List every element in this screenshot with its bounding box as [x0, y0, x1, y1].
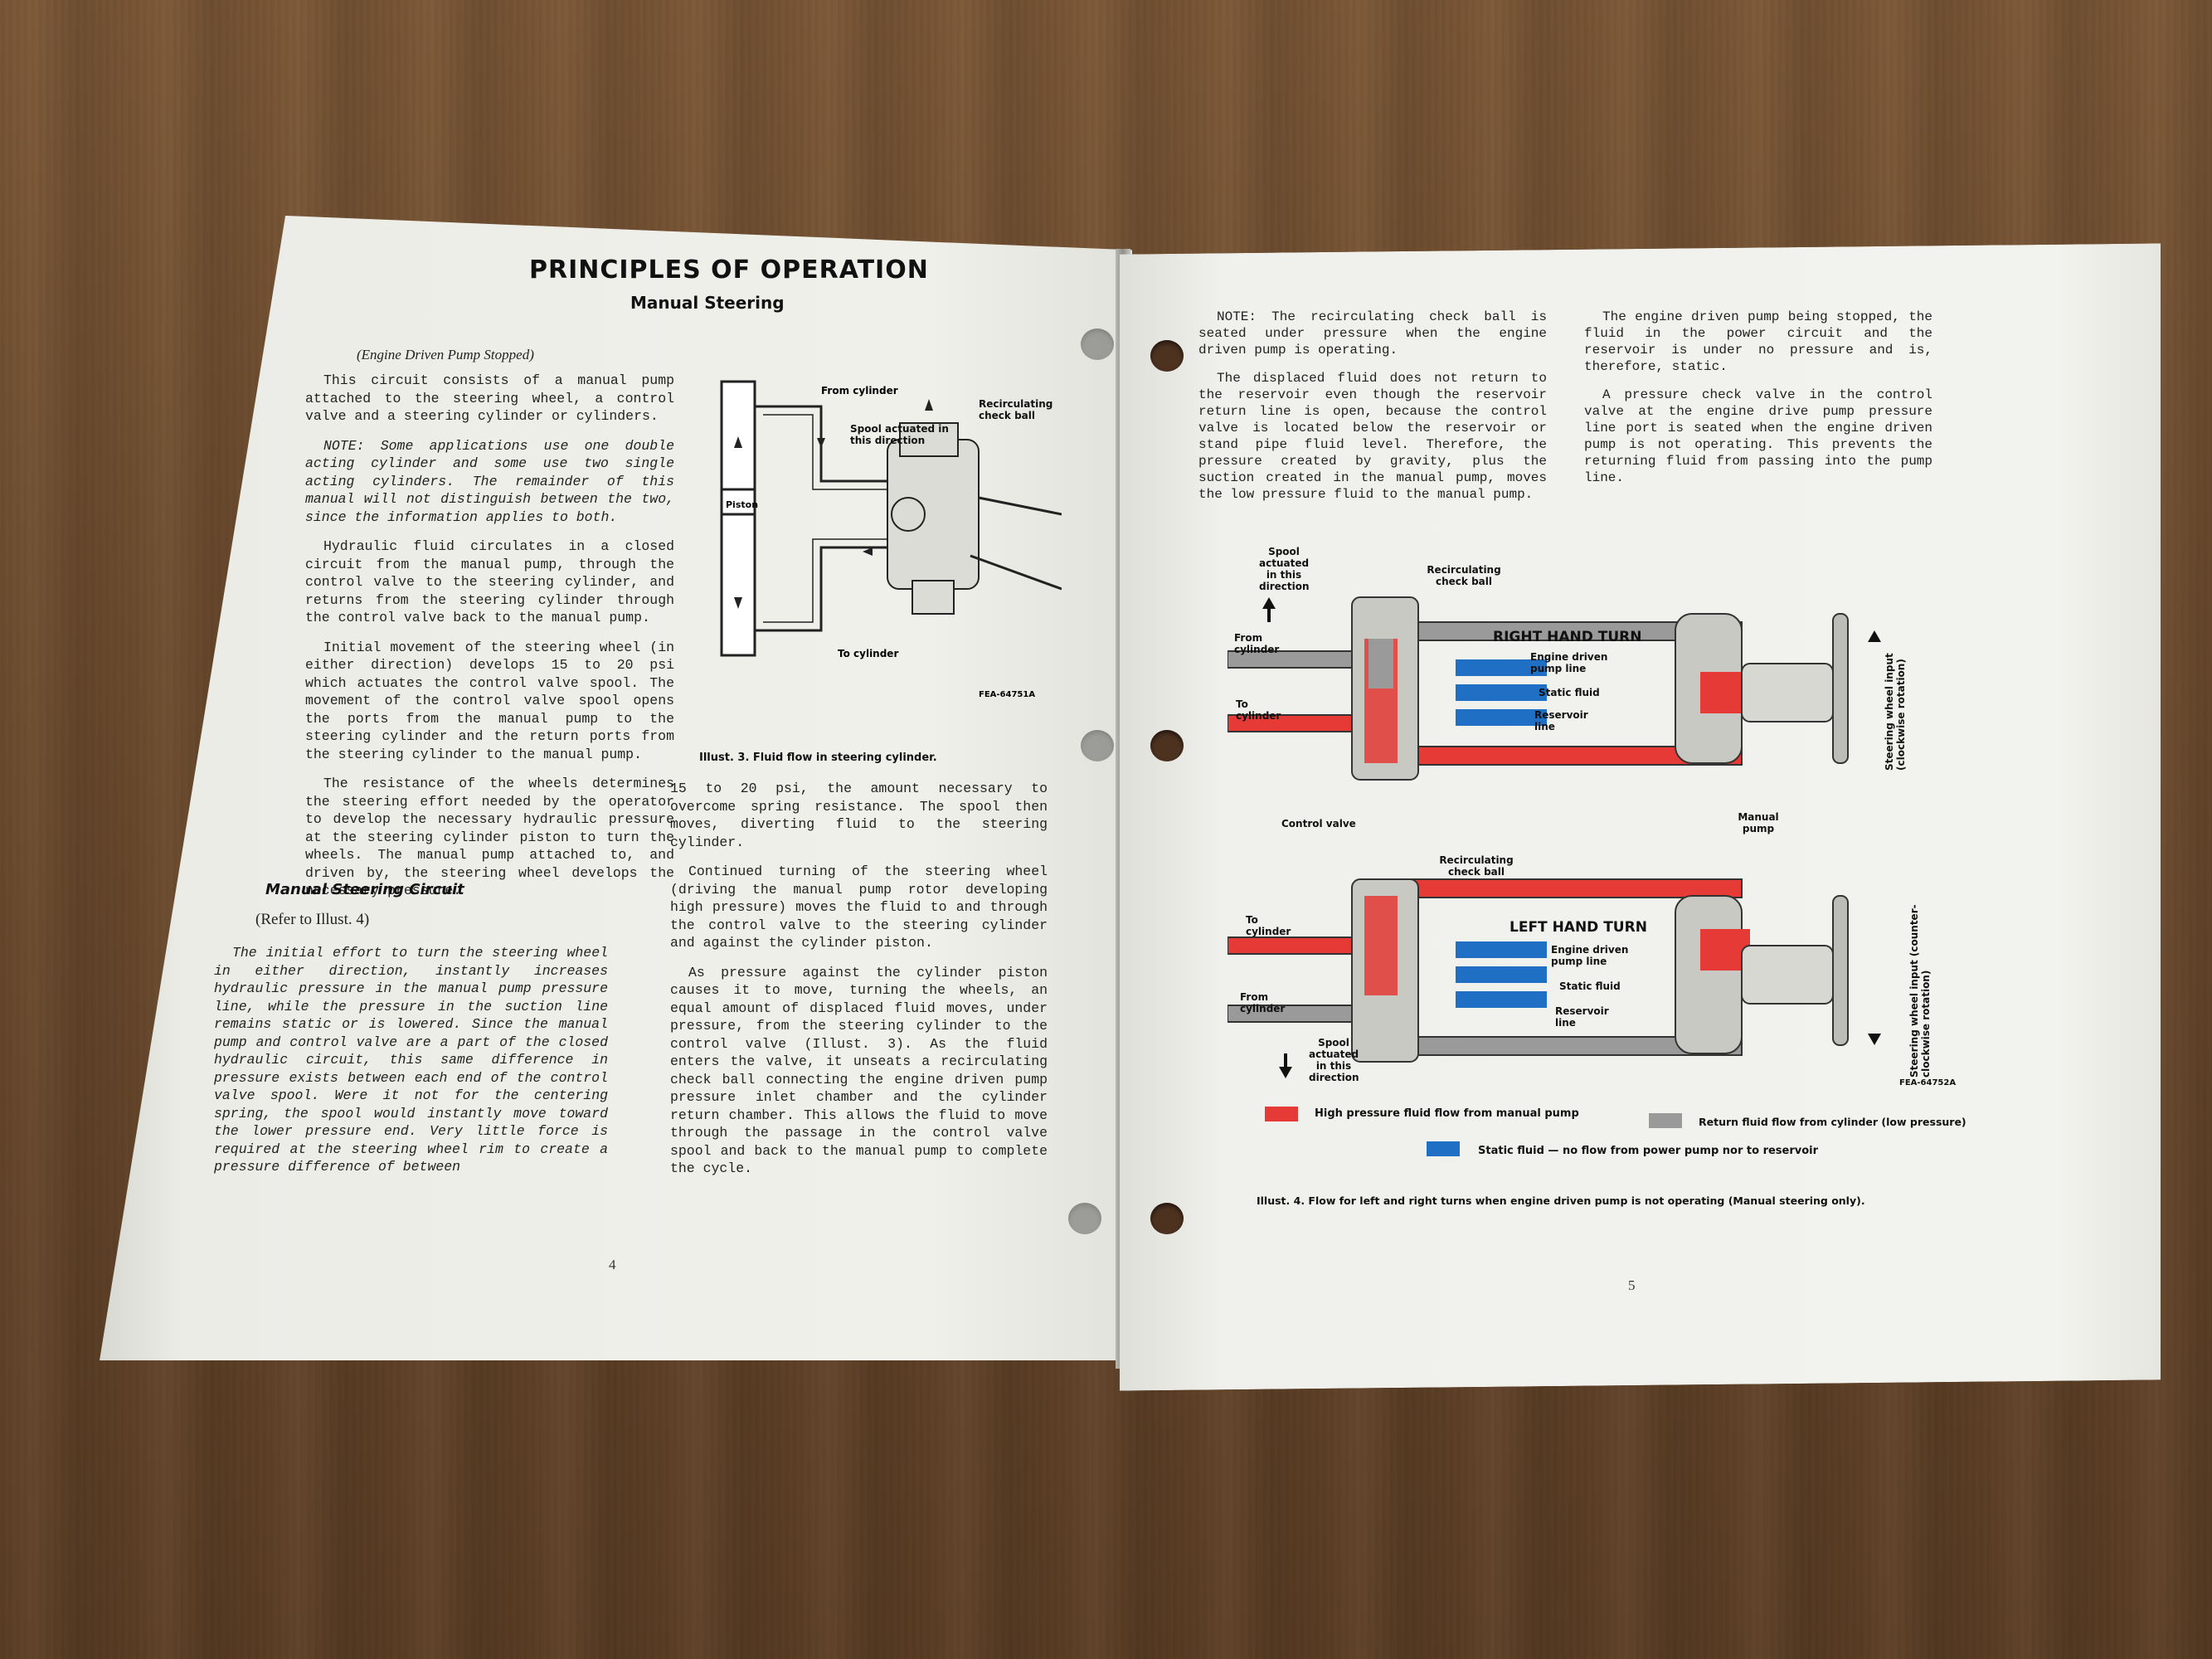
- left-turn-circuit: [1228, 878, 1881, 1078]
- page-subtitle: Manual Steering: [630, 293, 785, 313]
- reservoir-top: Reservoir line: [1534, 709, 1588, 732]
- engine-pump-top: Engine driven pump line: [1530, 651, 1608, 674]
- paragraph: As pressure against the cylinder piston …: [670, 964, 1048, 1177]
- binder-hole: [1081, 730, 1114, 761]
- legend-swatch-static: [1427, 1141, 1460, 1156]
- to-cylinder-bottom: To cylinder: [1246, 914, 1291, 937]
- left-turn-label: LEFT HAND TURN: [1510, 919, 1647, 936]
- steering-flow-diagram: [1228, 596, 1881, 1078]
- binder-hole: [1150, 1203, 1184, 1234]
- binder-hole: [1068, 1203, 1101, 1234]
- right-column-1: NOTE: The recirculating check ball is se…: [1198, 309, 1547, 514]
- left-column-1: This circuit consists of a manual pump a…: [305, 372, 674, 912]
- illust-4-code: FEA-64752A: [1899, 1078, 1957, 1087]
- from-cylinder-bottom: From cylinder: [1240, 991, 1286, 1014]
- control-valve-label: Control valve: [1281, 818, 1356, 830]
- paragraph: This circuit consists of a manual pump a…: [305, 372, 674, 424]
- check-ball-label-bottom: Recirculating check ball: [1439, 854, 1514, 878]
- right-turn-label: RIGHT HAND TURN: [1493, 629, 1642, 645]
- legend-high: High pressure fluid flow from manual pum…: [1315, 1107, 1579, 1120]
- page-title: PRINCIPLES OF OPERATION: [529, 255, 929, 285]
- paragraph: NOTE: Some applications use one double a…: [305, 437, 674, 525]
- from-cylinder-label: From cylinder: [821, 385, 898, 397]
- section-heading: Manual Steering Circuit: [265, 881, 464, 898]
- check-ball-label: Recirculating check ball: [979, 398, 1053, 421]
- engine-pump-bottom: Engine driven pump line: [1551, 944, 1629, 967]
- wheel-input-bottom: Steering wheel input (counter-clockwise …: [1908, 904, 1932, 1078]
- paragraph: Hydraulic fluid circulates in a closed c…: [305, 538, 674, 625]
- section-note: (Engine Driven Pump Stopped): [357, 347, 534, 362]
- paragraph: 15 to 20 psi, the amount necessary to ov…: [670, 781, 1048, 850]
- right-column-2: The engine driven pump being stopped, th…: [1584, 309, 1932, 498]
- binder-hole: [1150, 340, 1184, 372]
- paragraph: NOTE: The recirculating check ball is se…: [1198, 309, 1547, 358]
- illust-4-caption: Illust. 4. Flow for left and right turns…: [1257, 1194, 1865, 1207]
- from-cylinder-top: From cylinder: [1234, 632, 1280, 655]
- check-ball-label-top: Recirculating check ball: [1427, 564, 1501, 587]
- legend-swatch-high: [1265, 1107, 1298, 1121]
- right-turn-circuit: [1228, 596, 1881, 781]
- paragraph: Continued turning of the steering wheel …: [670, 864, 1048, 951]
- refer-note: (Refer to Illust. 4): [255, 911, 370, 928]
- paragraph: The engine driven pump being stopped, th…: [1584, 309, 1932, 374]
- page-number: 4: [609, 1257, 616, 1272]
- left-page: [100, 216, 1132, 1360]
- static-top: Static fluid: [1539, 687, 1600, 698]
- wheel-input-top: Steering wheel input (clockwise rotation…: [1884, 653, 1907, 771]
- legend-swatch-return: [1649, 1113, 1682, 1128]
- illust-3-caption: Illust. 3. Fluid flow in steering cylind…: [699, 752, 937, 764]
- piston-label: Piston: [726, 499, 758, 510]
- spool-label-bottom: Spool actuated in this direction: [1309, 1037, 1359, 1083]
- circuit-paragraph: The initial effort to turn the steering …: [214, 944, 608, 1188]
- reservoir-bottom: Reservoir line: [1555, 1005, 1609, 1029]
- static-bottom: Static fluid: [1559, 980, 1621, 992]
- page-number: 5: [1628, 1277, 1636, 1293]
- to-cylinder-label: To cylinder: [838, 648, 898, 659]
- cylinder-flow-diagram: From cylinder Piston To cylinder FEA-647…: [720, 380, 1062, 699]
- binder-hole: [1150, 730, 1184, 761]
- to-cylinder-top: To cylinder: [1236, 698, 1281, 722]
- paragraph: The initial effort to turn the steering …: [214, 945, 608, 1175]
- binder-hole: [1081, 328, 1114, 360]
- legend-return: Return fluid flow from cylinder (low pre…: [1699, 1116, 1966, 1128]
- spool-label-top: Spool actuated in this direction: [1259, 546, 1310, 592]
- paragraph: A pressure check valve in the control va…: [1584, 387, 1932, 485]
- paragraph: The resistance of the wheels determines …: [305, 776, 674, 898]
- paragraph: Initial movement of the steering wheel (…: [305, 639, 674, 762]
- left-column-2: 15 to 20 psi, the amount necessary to ov…: [670, 780, 1048, 1190]
- spool-label: Spool actuated in this direction: [850, 423, 949, 446]
- manual-pump-label: Manual pump: [1738, 811, 1779, 834]
- legend-static: Static fluid — no flow from power pump n…: [1478, 1145, 1819, 1157]
- paragraph: The displaced fluid does not return to t…: [1198, 371, 1547, 502]
- code-label: FEA-64751A: [979, 690, 1035, 699]
